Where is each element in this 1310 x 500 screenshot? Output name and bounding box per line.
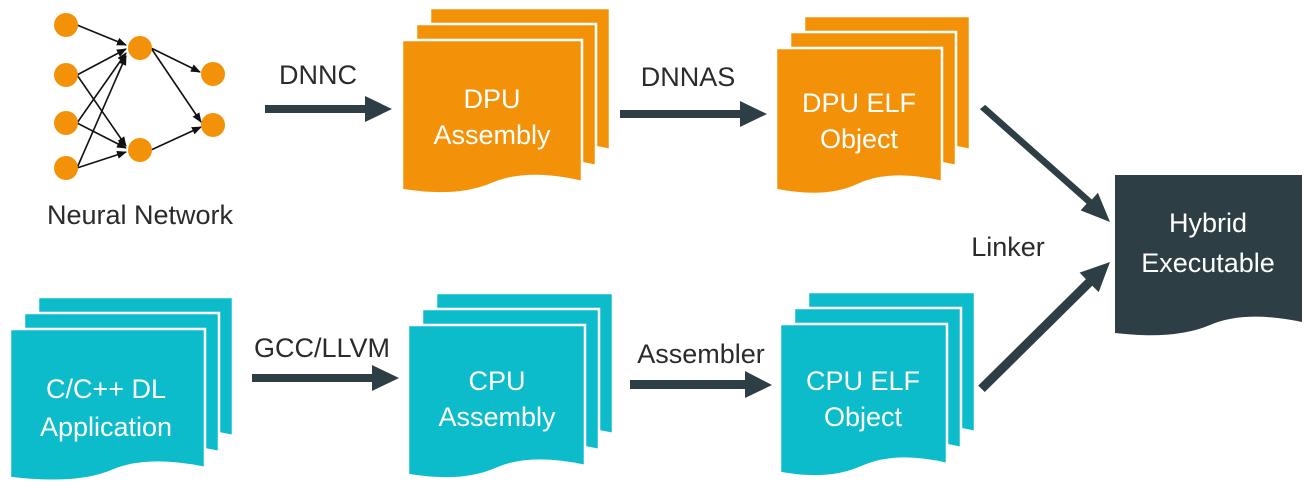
nn-output-node xyxy=(201,62,225,86)
cpu-elf-line1: CPU ELF xyxy=(806,366,920,396)
dpu-elf-line1: DPU ELF xyxy=(802,88,916,118)
dpu-elf-line2: Object xyxy=(820,124,899,154)
cpp-application-line2: Application xyxy=(40,412,172,442)
cpu-elf-doc: CPU ELF Object xyxy=(778,290,977,478)
gcc-llvm-arrow xyxy=(252,365,399,391)
dnnc-label: DNNC xyxy=(279,60,357,90)
dnnas-label: DNNAS xyxy=(641,62,736,92)
nn-output-node xyxy=(201,113,225,137)
neural-network-label: Neural Network xyxy=(47,200,234,230)
linker-bottom-arrow xyxy=(978,262,1110,392)
assembler-arrow xyxy=(630,371,772,398)
nn-input-node xyxy=(54,111,78,135)
linker-label: Linker xyxy=(971,232,1045,262)
dpu-elf-doc: DPU ELF Object xyxy=(774,14,972,196)
dpu-assembly-line1: DPU xyxy=(463,84,520,114)
nn-hidden-node xyxy=(128,138,152,162)
neural-network-icon xyxy=(54,13,225,180)
dnnas-arrow xyxy=(620,101,767,127)
gcc-llvm-label: GCC/LLVM xyxy=(254,333,390,363)
cpu-elf-line2: Object xyxy=(824,402,903,432)
nn-input-node xyxy=(54,13,78,37)
linker-top-arrow xyxy=(979,104,1110,222)
nn-hidden-node xyxy=(128,36,152,60)
assembler-label: Assembler xyxy=(637,339,765,369)
hybrid-executable-doc: Hybrid Executable xyxy=(1115,175,1302,336)
hybrid-executable-line2: Executable xyxy=(1141,248,1275,278)
hybrid-executable-line1: Hybrid xyxy=(1169,208,1247,238)
cpu-assembly-line2: Assembly xyxy=(438,402,556,432)
cpu-assembly-doc: CPU Assembly xyxy=(406,291,615,480)
cpp-application-line1: C/C++ DL xyxy=(46,374,166,404)
dpu-assembly-doc: DPU Assembly xyxy=(400,6,612,195)
dnnc-arrow xyxy=(265,96,392,122)
cpp-application-doc: C/C++ DL Application xyxy=(8,295,235,483)
nn-input-node xyxy=(54,156,78,180)
dpu-assembly-line2: Assembly xyxy=(433,120,551,150)
cpu-assembly-line1: CPU xyxy=(468,366,525,396)
nn-input-node xyxy=(54,63,78,87)
